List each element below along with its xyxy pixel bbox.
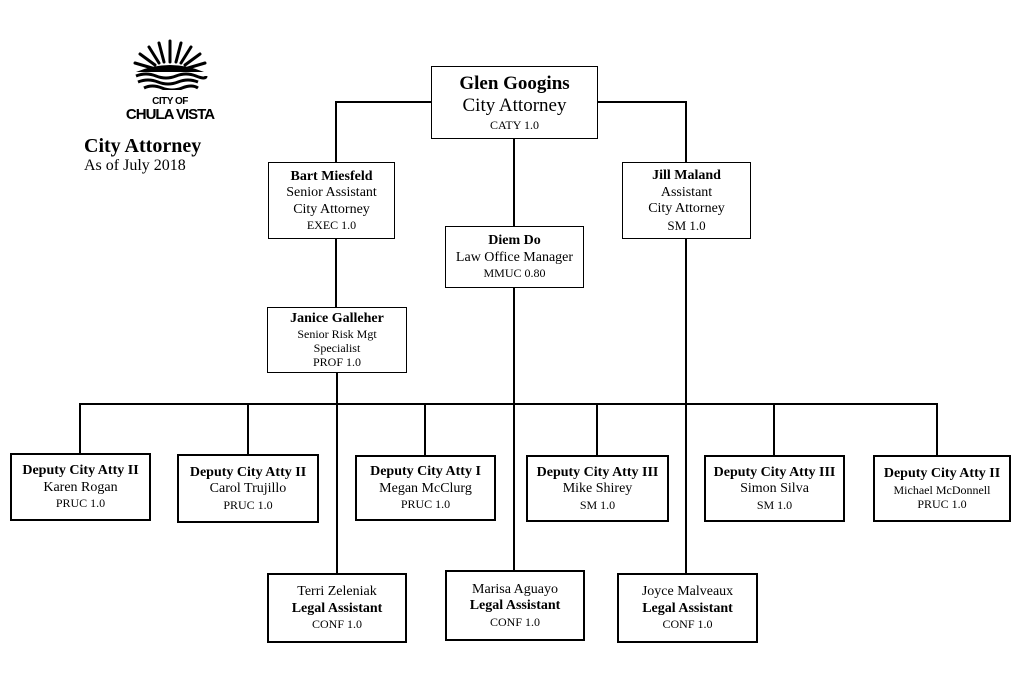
position-name: Bart Miesfeld	[290, 168, 373, 184]
position-code: SM 1.0	[756, 497, 793, 512]
logo-text-city-of: CITY OF	[152, 96, 188, 107]
box-deputy: Deputy City Atty III Mike Shirey SM 1.0	[526, 455, 669, 522]
connector-bus	[79, 403, 938, 455]
as-of-date: As of July 2018	[84, 157, 186, 174]
logo-text-chula-vista: CHULA VISTA	[125, 106, 215, 123]
position-code: PRUC 1.0	[223, 497, 273, 512]
position-name: Megan McClurg	[379, 480, 472, 496]
position-name: Glen Googins	[459, 73, 570, 95]
position-code: CONF 1.0	[662, 617, 713, 632]
position-title: Deputy City Atty II	[189, 464, 307, 480]
box-diem-do: Diem Do Law Office Manager MMUC 0.80	[445, 226, 584, 288]
chart-title: City Attorney As of July 2018	[84, 135, 201, 175]
position-title: Law Office Manager	[455, 249, 574, 265]
position-name: Joyce Malveaux	[641, 584, 734, 600]
box-jill-maland: Jill Maland Assistant City Attorney SM 1…	[622, 162, 751, 239]
position-title: City Attorney	[648, 201, 725, 217]
position-name: Mike Shirey	[562, 481, 633, 497]
city-logo: CITY OF CHULA VISTA	[124, 38, 216, 122]
box-legal-assistant: Terri Zeleniak Legal Assistant CONF 1.0	[267, 573, 407, 643]
box-deputy: Deputy City Atty III Simon Silva SM 1.0	[704, 455, 845, 522]
position-name: Marisa Aguayo	[472, 581, 558, 597]
position-name: Carol Trujillo	[209, 481, 287, 497]
box-glen-googins: Glen Googins City Attorney CATY 1.0	[431, 66, 598, 139]
position-title: Legal Assistant	[642, 600, 733, 616]
position-title: Senior Assistant	[286, 185, 377, 201]
box-deputy: Deputy City Atty II Carol Trujillo PRUC …	[177, 454, 319, 523]
position-title: Deputy City Atty III	[536, 464, 659, 480]
position-code: PROF 1.0	[312, 355, 362, 370]
position-code: EXEC 1.0	[306, 218, 357, 233]
position-title: Deputy City Atty I	[370, 464, 481, 480]
position-code: CONF 1.0	[311, 617, 362, 632]
box-deputy: Deputy City Atty I Megan McClurg PRUC 1.…	[355, 455, 496, 521]
sun-waves-logo-icon	[133, 39, 208, 92]
position-title: Assistant	[660, 184, 713, 200]
position-code: SM 1.0	[579, 497, 616, 512]
position-code: PRUC 1.0	[400, 497, 451, 512]
position-code: PRUC 1.0	[55, 496, 106, 511]
position-name: Simon Silva	[740, 481, 809, 497]
position-name: Terri Zeleniak	[297, 584, 377, 600]
department-title: City Attorney	[84, 135, 202, 157]
position-name: Jill Maland	[652, 168, 721, 184]
position-title: Legal Assistant	[469, 598, 561, 614]
position-code: CONF 1.0	[489, 614, 540, 629]
position-title: City Attorney	[462, 95, 567, 117]
box-legal-assistant: Marisa Aguayo Legal Assistant CONF 1.0	[445, 570, 585, 641]
position-code: PRUC 1.0	[917, 496, 967, 511]
box-deputy: Deputy City Atty II Michael McDonnell PR…	[873, 455, 1011, 522]
position-title: Deputy City Atty II	[22, 463, 139, 479]
position-code: MMUC 0.80	[483, 266, 546, 281]
position-title: Senior Risk Mgt	[297, 327, 377, 342]
position-code: SM 1.0	[667, 217, 706, 233]
box-legal-assistant: Joyce Malveaux Legal Assistant CONF 1.0	[617, 573, 758, 643]
box-deputy: Deputy City Atty II Karen Rogan PRUC 1.0	[10, 453, 151, 521]
position-name: Michael McDonnell	[893, 482, 991, 497]
position-title: Legal Assistant	[291, 600, 383, 616]
position-name: Karen Rogan	[43, 479, 118, 495]
position-title: Deputy City Atty II	[883, 466, 1001, 482]
connector-assistants	[336, 238, 687, 573]
position-code: CATY 1.0	[490, 117, 539, 132]
position-name: Diem Do	[488, 233, 541, 249]
box-janice-galleher: Janice Galleher Senior Risk Mgt Speciali…	[267, 307, 407, 373]
position-title: City Attorney	[293, 201, 370, 217]
box-bart-miesfeld: Bart Miesfeld Senior Assistant City Atto…	[268, 162, 395, 239]
position-name: Janice Galleher	[290, 310, 384, 326]
position-title: Specialist	[313, 341, 361, 356]
position-title: Deputy City Atty III	[713, 464, 836, 480]
